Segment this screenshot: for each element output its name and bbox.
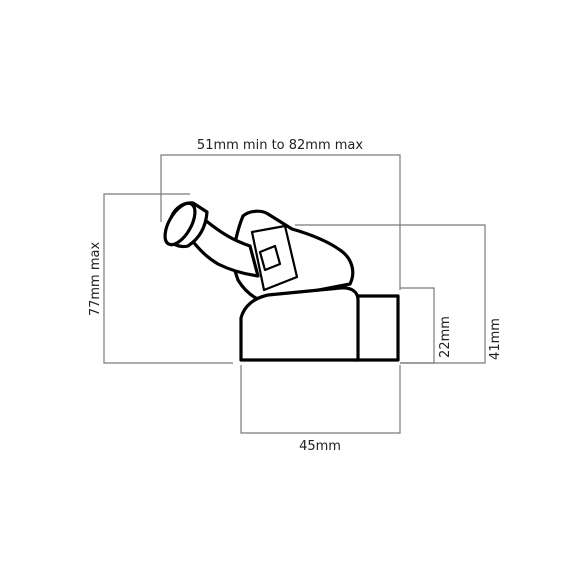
inlet-opening — [163, 201, 197, 247]
outlet-height-label: 22mm — [438, 316, 453, 358]
outlet-pipe — [353, 294, 400, 362]
base-block — [239, 286, 360, 362]
height-max-label: 77mm max — [88, 242, 103, 317]
base-width-dimension-line — [240, 365, 401, 434]
thermostat-housing-outline — [163, 201, 400, 362]
width-range-label: 51mm min to 82mm max — [197, 138, 363, 153]
height-max-dimension-line — [103, 193, 233, 364]
width-range-dimension-line — [160, 154, 401, 290]
base-width-label: 45mm — [299, 439, 341, 454]
outlet-height-dimension-line — [400, 287, 435, 364]
lock-window — [258, 244, 282, 272]
total-height-label: 41mm — [488, 318, 503, 360]
inlet-neck — [188, 218, 260, 278]
total-height-dimension-line — [295, 224, 486, 364]
